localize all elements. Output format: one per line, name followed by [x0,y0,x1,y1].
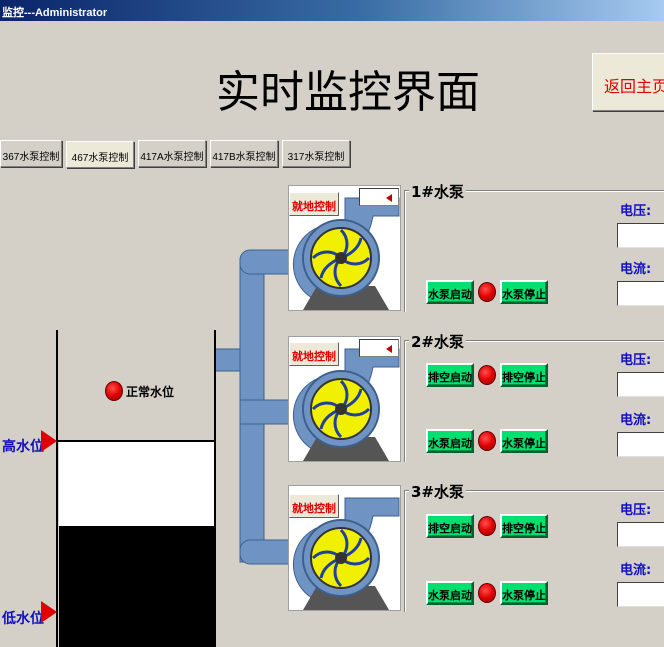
pump-3-status-lamp-icon [478,583,496,603]
pump-3-drain-start-button[interactable]: 排空启动 [426,514,474,538]
normal-level-label: 正常水位 [126,385,175,399]
pump-2-current-label: 电流: [620,413,652,428]
high-level-label: 高水位 [2,439,44,455]
pump-3-icon [292,497,400,610]
pump-1-local-control-button[interactable]: 就地控制 [289,192,339,216]
red-arrow-icon [386,194,392,202]
pump-3-groupbox [404,490,664,612]
pump-3-name: 3#水泵 [409,481,467,502]
window-title: 监控---Administrator [2,7,108,19]
tab-417b-pump-control[interactable]: 417B水泵控制 [210,140,278,167]
tab-317-pump-control[interactable]: 317水泵控制 [282,140,350,167]
pump-2-voltage-field [617,372,664,397]
pump-2-status-field[interactable] [359,339,399,357]
pump-2-drain-start-button[interactable]: 排空启动 [426,363,474,387]
pump-2-drain-stop-button[interactable]: 排空停止 [500,363,548,387]
pump-1-name: 1#水泵 [409,181,467,202]
pump-3-local-control-button[interactable]: 就地控制 [289,494,339,518]
pump-2-groupbox [404,340,664,462]
low-level-arrow-icon [41,601,57,623]
pump-2-name: 2#水泵 [409,331,467,352]
pump-3-drain-lamp-icon [478,516,496,536]
low-level-label: 低水位 [2,611,44,627]
page-title: 实时监控界面 [216,67,480,118]
pump-3-voltage-field [617,522,664,547]
tab-367-pump-control[interactable]: 367水泵控制 [0,140,62,167]
pump-3-stop-button[interactable]: 水泵停止 [500,581,548,605]
pump-3-current-field [617,582,664,607]
pump-1-stop-button[interactable]: 水泵停止 [500,280,548,304]
normal-level-indicator-icon [105,381,123,401]
pump-2-local-control-button[interactable]: 就地控制 [289,342,339,366]
tab-467-pump-control[interactable]: 467水泵控制 [66,141,134,168]
home-button[interactable]: 返回主页 [592,53,664,111]
pump-2-status-lamp-icon [478,431,496,451]
pump-1-current-field [617,281,664,306]
tab-417a-pump-control[interactable]: 417A水泵控制 [138,140,206,167]
pump-2-icon [292,348,400,461]
pump-1-status-field[interactable] [359,188,399,206]
pump-3-voltage-label: 电压: [620,503,652,518]
pump-3-start-button[interactable]: 水泵启动 [426,581,474,605]
pump-1-status-lamp-icon [478,282,496,302]
pump-1-current-label: 电流: [620,262,652,277]
pump-1-panel [288,185,401,311]
pump-1-voltage-label: 电压: [620,204,652,219]
pump-2-stop-button[interactable]: 水泵停止 [500,429,548,453]
pump-1-voltage-field [617,223,664,248]
window-title-bar: 监控---Administrator [0,0,664,21]
pipes [214,249,303,565]
pump-2-drain-lamp-icon [478,365,496,385]
pump-1-icon [292,197,400,310]
pump-1-groupbox [404,190,664,312]
pump-2-voltage-label: 电压: [620,353,652,368]
pump-3-drain-stop-button[interactable]: 排空停止 [500,514,548,538]
pump-1-start-button[interactable]: 水泵启动 [426,280,474,304]
pump-2-current-field [617,432,664,457]
pump-2-start-button[interactable]: 水泵启动 [426,429,474,453]
pump-3-panel [288,485,401,611]
high-level-arrow-icon [41,430,57,452]
red-arrow-icon [386,345,392,353]
water-tank [56,330,216,647]
pump-3-current-label: 电流: [620,563,652,578]
